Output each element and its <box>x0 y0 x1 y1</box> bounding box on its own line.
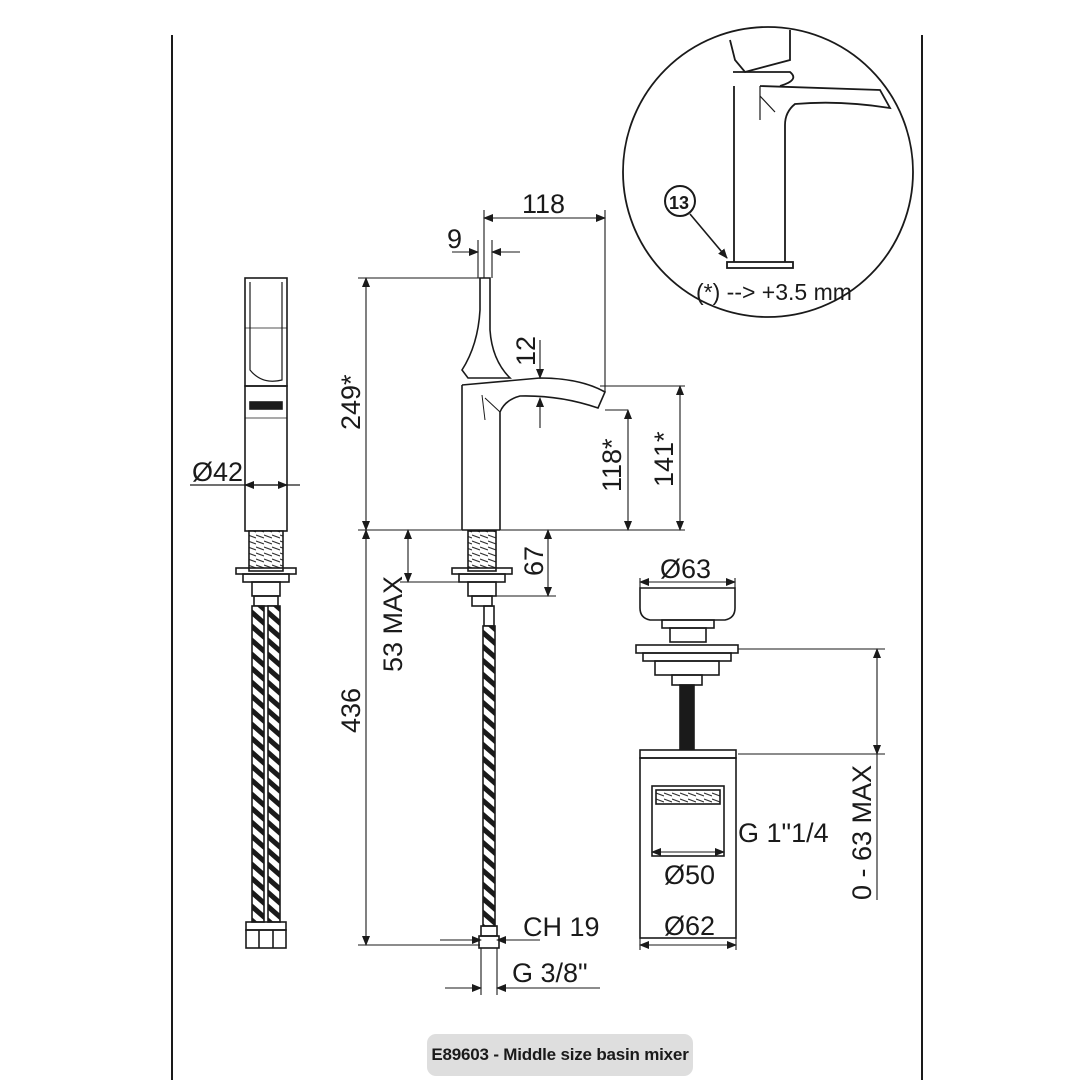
caption-title: E89603 - Middle size basin mixer <box>431 1045 689 1064</box>
front-dimensions <box>358 210 685 995</box>
spout-height-label: 141* <box>649 431 679 487</box>
callout-badge <box>664 185 696 217</box>
adjustment-label: 0 - 63 MAX <box>847 765 877 900</box>
total-height-label: 249* <box>336 374 366 430</box>
hose-connection-label: G 3/8" <box>512 958 588 988</box>
body-diameter-label: Ø50 <box>664 860 715 890</box>
front-view <box>451 277 607 949</box>
side-diameter-label: Ø42 <box>192 457 243 487</box>
lever-offset-label: 9 <box>447 224 462 254</box>
spout-reach-label: 118 <box>522 189 565 219</box>
callout-number: 13 <box>669 193 689 213</box>
deck-thickness-label: 53 MAX <box>378 576 408 672</box>
cap-diameter-label: Ø63 <box>660 554 711 584</box>
thread-length-label: 67 <box>519 546 549 576</box>
spout-gap-label: 12 <box>511 336 541 366</box>
hose-length-label: 436 <box>336 688 366 733</box>
callout-note: (*) --> +3.5 mm <box>696 279 852 305</box>
base-diameter-label: Ø62 <box>664 911 715 941</box>
outlet-height-label: 118* <box>597 438 627 492</box>
waste-thread-label: G 1"1/4 <box>738 818 829 848</box>
detail-circle <box>622 26 914 318</box>
side-view <box>235 277 297 949</box>
wrench-size-label: CH 19 <box>523 912 600 942</box>
caption-box: E89603 - Middle size basin mixer <box>427 1034 693 1076</box>
waste-view <box>635 587 739 939</box>
waste-dimensions <box>639 578 885 950</box>
